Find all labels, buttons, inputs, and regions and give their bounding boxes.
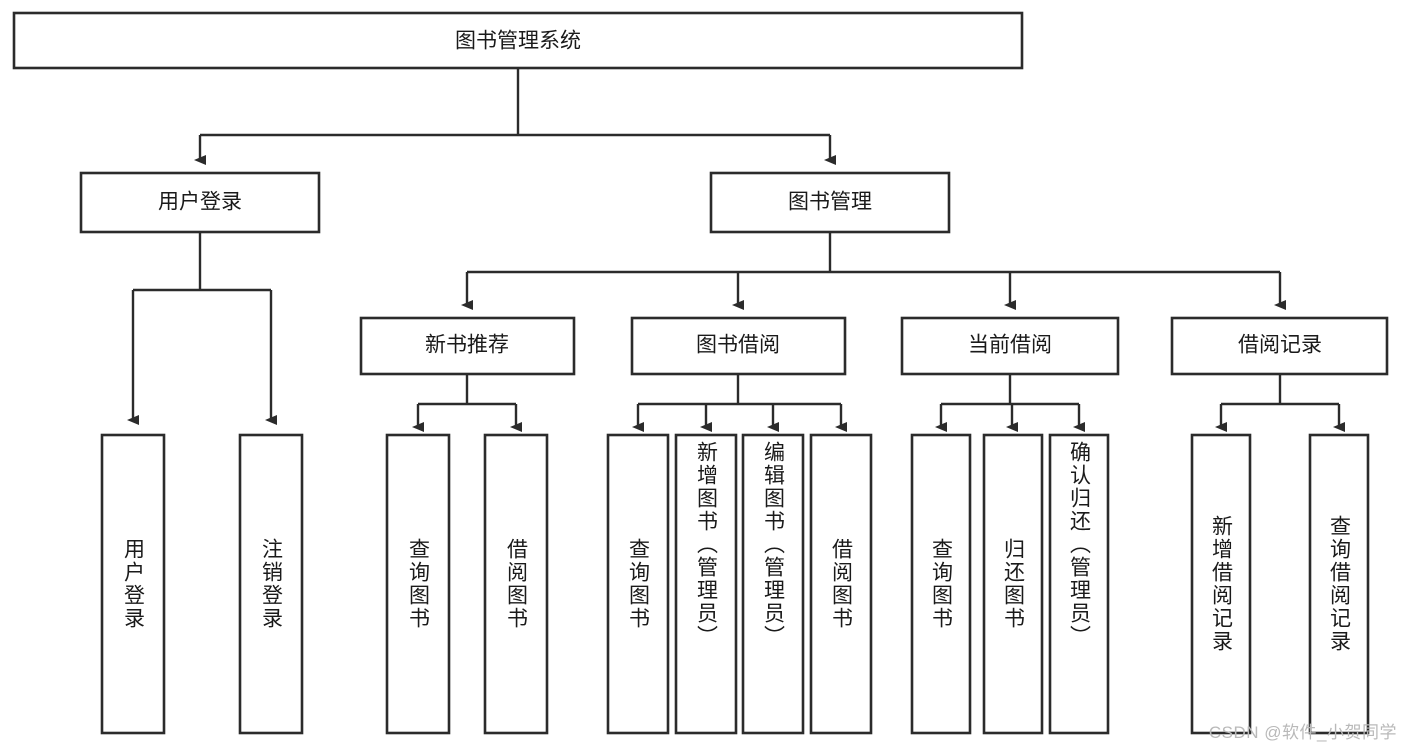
leaf-box-recommend-1[interactable] <box>483 433 549 735</box>
connector-current-to-leaves <box>935 374 1085 432</box>
leaf-box-borrow-0[interactable] <box>606 433 670 735</box>
leaf-box-borrow-1[interactable] <box>674 433 738 735</box>
node-new-book-recommend-label: 新书推荐 <box>425 334 509 357</box>
leaf-box-current-2[interactable] <box>1048 433 1110 735</box>
node-book-borrow-label: 图书借阅 <box>696 334 780 357</box>
leaf-box-record-0[interactable] <box>1190 433 1252 735</box>
node-book-management-label: 图书管理 <box>788 191 872 214</box>
leaf-box-recommend-0[interactable] <box>385 433 451 735</box>
connector-userlogin-to-leaves <box>127 232 277 425</box>
leaf-box-borrow-3[interactable] <box>809 433 873 735</box>
leaf-box-record-1[interactable] <box>1308 433 1370 735</box>
node-new-book-recommend[interactable]: 新书推荐 <box>359 316 576 376</box>
node-current-borrow[interactable]: 当前借阅 <box>900 316 1120 376</box>
leaf-box-current-1[interactable] <box>982 433 1044 735</box>
node-borrow-record-label: 借阅记录 <box>1238 334 1322 357</box>
node-book-borrow[interactable]: 图书借阅 <box>630 316 847 376</box>
leaf-box-borrow-2[interactable] <box>741 433 805 735</box>
node-user-login[interactable]: 用户登录 <box>79 171 321 234</box>
connector-recommend-to-leaves <box>412 374 522 432</box>
node-root[interactable]: 图书管理系统 <box>12 11 1024 70</box>
leaf-box-current-0[interactable] <box>910 433 972 735</box>
node-book-management[interactable]: 图书管理 <box>709 171 951 234</box>
connector-record-to-leaves <box>1215 374 1345 432</box>
connector-root-to-level2 <box>194 68 836 165</box>
connector-borrow-to-leaves <box>632 374 847 432</box>
watermark-text: CSDN @软件_小贺同学 <box>1208 723 1397 742</box>
node-borrow-record[interactable]: 借阅记录 <box>1170 316 1389 376</box>
leaf-box-user-login-0[interactable] <box>100 433 166 735</box>
connector-bookmgmt-to-level3 <box>461 232 1286 310</box>
node-user-login-label: 用户登录 <box>158 191 242 214</box>
node-root-label: 图书管理系统 <box>455 30 581 53</box>
node-current-borrow-label: 当前借阅 <box>968 334 1052 357</box>
leaf-box-user-login-1[interactable] <box>238 433 304 735</box>
